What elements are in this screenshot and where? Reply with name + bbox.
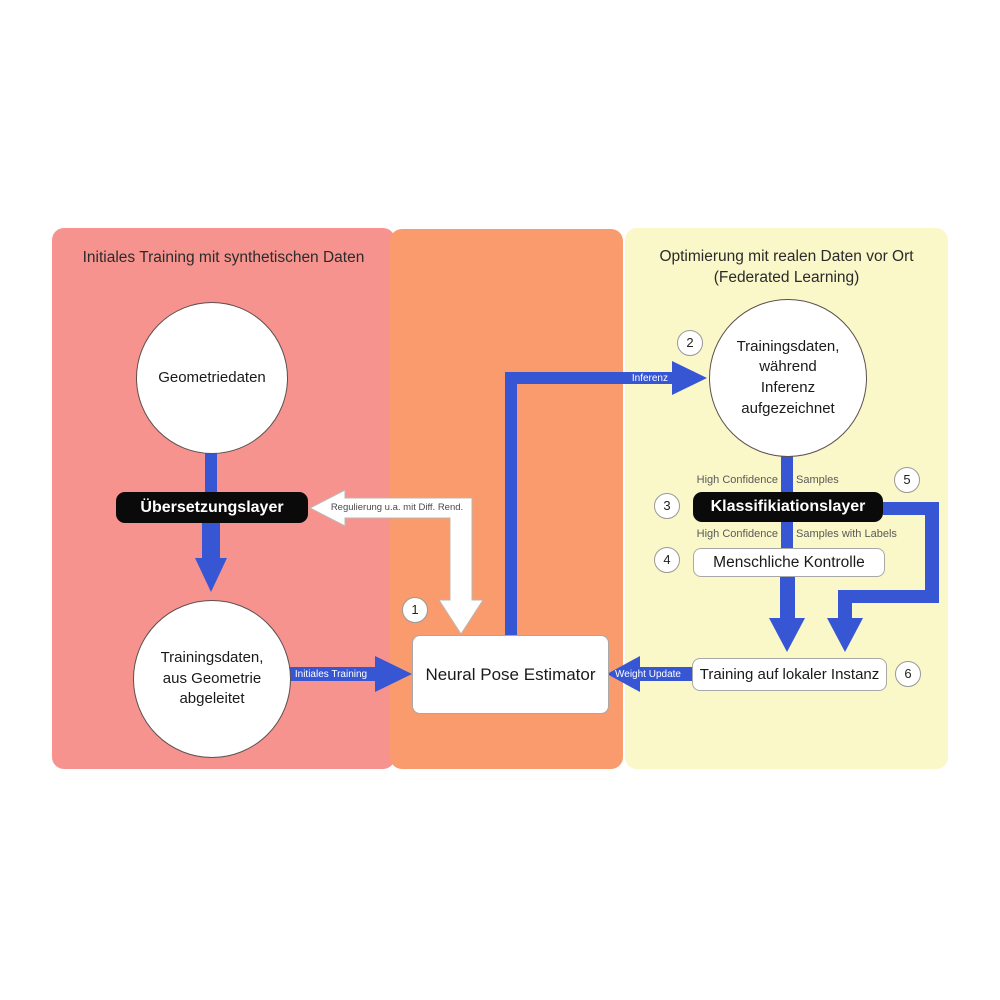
badge-5: 5: [894, 467, 920, 493]
badge-4: 4: [654, 547, 680, 573]
connector-circle2-to-classification: [781, 453, 793, 492]
connector-geometry-to-translation: [205, 450, 217, 493]
samples-label: Samples: [796, 474, 839, 486]
arrow-translation-to-trainingdata-shaft: [202, 523, 220, 558]
initiales-training-label: Initiales Training: [294, 669, 368, 680]
node-translation-layer: Übersetzungslayer: [116, 492, 308, 523]
node-training-data-synthetic: Trainingsdaten, aus Geometrie abgeleitet: [133, 600, 291, 758]
arrow-weight-update-shaft: [640, 667, 692, 681]
path5-segment-left: [838, 590, 939, 603]
connector-inference-horizontal: [505, 372, 672, 384]
badge-2: 2: [677, 330, 703, 356]
badge-3: 3: [654, 493, 680, 519]
inferenz-label: Inferenz: [631, 373, 668, 384]
arrow-weight-update-head: [607, 656, 640, 692]
connector-inference-vertical: [505, 378, 517, 635]
node-local-training: Training auf lokaler Instanz: [692, 658, 887, 691]
node-training-data-inference: Trainingsdaten, während Inferenz aufgeze…: [709, 299, 867, 457]
samples-with-labels-label: Samples with Labels: [796, 528, 897, 540]
node-classification-layer: Klassifikiationslayer: [693, 492, 883, 522]
arrow-human-to-local-head: [769, 618, 805, 652]
regulierung-label: Regulierung u.a. mit Diff. Rend.: [330, 502, 464, 513]
connector-classification-to-human: [781, 522, 793, 548]
high-confidence-label-2: High Confidence: [696, 528, 778, 540]
node-neural-pose-estimator: Neural Pose Estimator: [412, 635, 609, 714]
arrow-initiales-training-head: [375, 656, 412, 692]
regulierung-arrow: [308, 489, 484, 635]
arrow-translation-to-trainingdata-head: [195, 558, 227, 592]
federated-panel-title: Optimierung mit realen Daten vor Ort (Fe…: [659, 248, 914, 286]
path5-segment-down: [925, 502, 939, 603]
badge-6: 6: [895, 661, 921, 687]
high-confidence-label-1: High Confidence: [696, 474, 778, 486]
arrow-human-to-local-shaft: [780, 575, 795, 618]
badge-1: 1: [402, 597, 428, 623]
path5-arrow-head: [827, 618, 863, 652]
arrow-inference-head: [672, 361, 707, 395]
weight-update-label: Weight Update: [615, 669, 681, 680]
node-human-control: Menschliche Kontrolle: [693, 548, 885, 577]
synthetic-panel-title: Initiales Training mit synthetischen Dat…: [82, 249, 365, 266]
path5-segment-down2: [838, 590, 852, 618]
arrow-initiales-training-shaft: [290, 667, 375, 681]
node-geometry-data: Geometriedaten: [136, 302, 288, 454]
